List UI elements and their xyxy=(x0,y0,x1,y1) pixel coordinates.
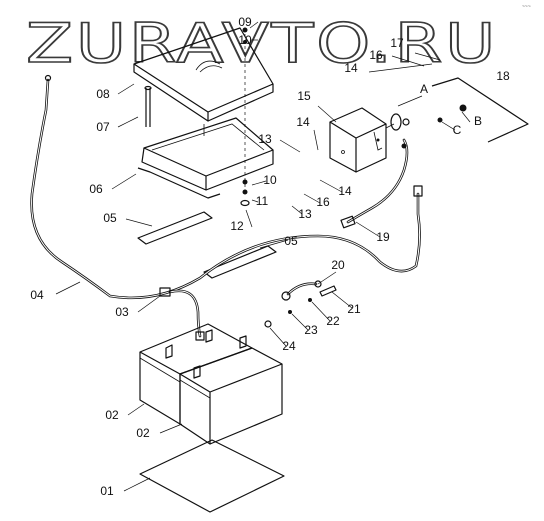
part-label-l04: 04 xyxy=(30,288,44,302)
corner-mark: ~~~ xyxy=(522,4,531,10)
part-label-l13a: 13 xyxy=(258,132,272,146)
hardware-chain xyxy=(264,285,337,328)
part-label-l01: 01 xyxy=(100,484,114,498)
part-label-l22: 22 xyxy=(326,314,340,328)
part-label-lB: B xyxy=(474,114,482,128)
part-label-l19: 19 xyxy=(376,230,390,244)
part-label-l15: 15 xyxy=(297,89,311,103)
part-label-l10b: 10 xyxy=(263,173,277,187)
part-label-l07: 07 xyxy=(96,120,110,134)
part-label-l08: 08 xyxy=(96,87,110,101)
part-label-l02a: 02 xyxy=(105,408,119,422)
watermark-text: ZURAVTO.RU xyxy=(26,12,498,75)
rubber-pad-bottom xyxy=(203,245,277,279)
leader-lines xyxy=(55,21,471,492)
cable-04 xyxy=(30,74,423,300)
part-label-l20: 20 xyxy=(331,258,345,272)
part-label-l10a: 10 xyxy=(238,33,252,47)
rubber-pad-top xyxy=(137,211,213,245)
part-number-labels: 09 10 08 07 06 05 10 11 12 13 14 15 16 17 14 18A BC 14 16 1… xyxy=(30,15,510,498)
part-label-l11: 11 xyxy=(256,194,269,208)
part-label-l09: 09 xyxy=(238,15,252,29)
part-label-l16b: 16 xyxy=(316,195,330,209)
part-label-l24: 24 xyxy=(282,339,296,353)
battery-mat-01 xyxy=(139,439,285,513)
part-label-lA: A xyxy=(420,82,428,96)
relay-15 xyxy=(329,107,410,173)
battery-02-right xyxy=(179,335,283,445)
part-label-l14c: 14 xyxy=(338,184,352,198)
part-label-l14a: 14 xyxy=(296,115,310,129)
part-label-l06: 06 xyxy=(89,182,103,196)
part-label-lC: C xyxy=(453,123,462,137)
part-label-l05b: 05 xyxy=(284,234,298,248)
part-label-l02b: 02 xyxy=(136,426,150,440)
fastener-stack xyxy=(240,27,250,207)
parts-group-box xyxy=(431,77,529,143)
hold-down-rod xyxy=(144,85,152,127)
part-label-l14b: 14 xyxy=(344,61,358,75)
wire-19 xyxy=(340,138,409,229)
part-label-l12: 12 xyxy=(230,219,244,233)
part-label-l18: 18 xyxy=(496,69,510,83)
cable-03 xyxy=(159,287,205,341)
part-label-l23: 23 xyxy=(304,323,318,337)
part-label-l16a: 16 xyxy=(369,48,383,62)
part-label-l03: 03 xyxy=(115,305,129,319)
battery-tray xyxy=(137,117,274,199)
battery-lid xyxy=(133,27,274,122)
link-wire-20 xyxy=(281,280,322,301)
part-label-l13b: 13 xyxy=(298,207,312,221)
part-label-l05a: 05 xyxy=(103,211,117,225)
part-label-l21: 21 xyxy=(347,302,361,316)
part-label-l17: 17 xyxy=(390,36,404,50)
